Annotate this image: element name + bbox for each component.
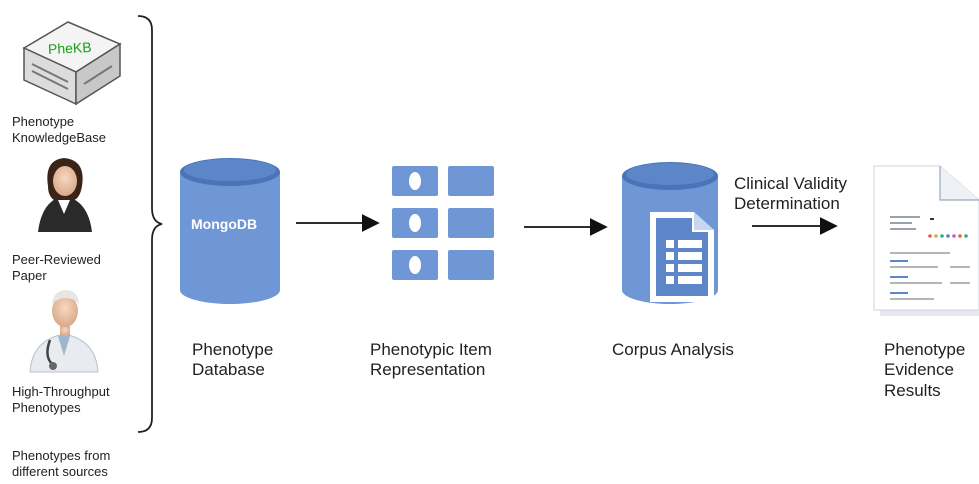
database-label-line1: Phenotype	[192, 340, 274, 359]
results-label-line2: Evidence	[884, 360, 954, 380]
results-label-line1: Phenotype	[884, 340, 966, 359]
phekb-label-line2: KnowledgeBase	[12, 129, 106, 145]
database-cylinder-icon	[180, 158, 280, 304]
database-label: Phenotype Database	[192, 340, 273, 381]
paper-label-line1: Peer-Reviewed	[12, 252, 101, 267]
sources-caption: Phenotypes from different sources	[12, 448, 110, 479]
representation-label-line1: Phenotypic Item	[370, 340, 492, 359]
woman-avatar-icon	[38, 158, 92, 232]
corpus-label: Corpus Analysis	[612, 340, 734, 359]
database-label-line2: Database	[192, 360, 265, 380]
representation-label: Phenotypic Item Representation	[370, 340, 492, 381]
validity-label-line1: Clinical Validity	[734, 174, 848, 193]
htp-label-line2: Phenotypes	[12, 399, 81, 415]
phekb-label: Phenotype KnowledgeBase	[12, 114, 106, 145]
mongodb-logo-text: MongoDB	[191, 216, 258, 232]
sources-caption-line1: Phenotypes from	[12, 448, 111, 463]
representation-label-line2: Representation	[370, 360, 486, 380]
validity-label-line2: Determination	[734, 194, 840, 214]
phekb-label-line1: Phenotype	[12, 114, 75, 129]
sources-bracket	[137, 15, 163, 433]
results-label: Phenotype Evidence Results	[884, 340, 965, 401]
results-document-icon	[873, 165, 979, 316]
results-label-line3: Results	[884, 380, 941, 400]
htp-label-line1: High-Throughput	[12, 384, 110, 399]
phekb-logo-text: PheKB	[47, 38, 92, 58]
corpus-document-icon	[622, 162, 718, 304]
representation-grid-icon	[392, 166, 494, 280]
htp-label: High-Throughput Phenotypes	[12, 384, 110, 415]
sources-caption-line2: different sources	[12, 463, 108, 479]
doctor-avatar-icon	[29, 290, 99, 373]
paper-label: Peer-Reviewed Paper	[12, 252, 101, 283]
paper-label-line2: Paper	[12, 267, 47, 283]
validity-label: Clinical Validity Determination	[734, 174, 847, 215]
phekb-box-icon	[22, 21, 122, 106]
